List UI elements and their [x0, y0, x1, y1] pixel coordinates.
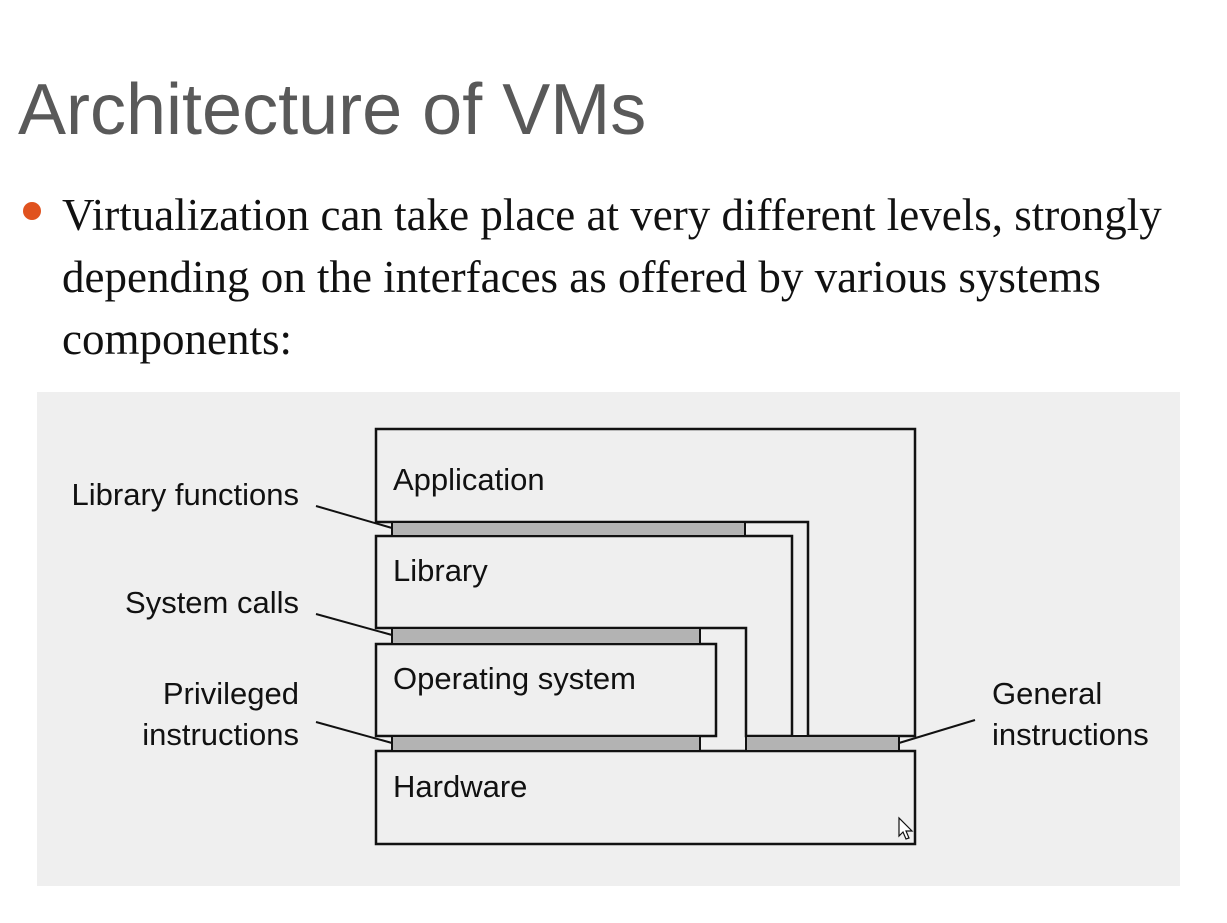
application-label: Application [393, 462, 545, 497]
hardware-label: Hardware [393, 769, 527, 804]
library-functions-interface [391, 521, 746, 537]
general-instructions-leader [898, 719, 976, 744]
system-calls-label: System calls [125, 585, 299, 620]
general-instructions-label-line1: General [992, 676, 1102, 711]
mouse-cursor-icon [898, 816, 914, 840]
privileged-instructions-label-line1: Privileged [163, 676, 299, 711]
privileged-instructions-interface [391, 735, 701, 752]
hardware-layer-box [374, 749, 917, 846]
library-label: Library [393, 553, 488, 588]
privileged-instructions-leader [315, 721, 393, 744]
general-instructions-interface [745, 735, 900, 752]
slide-title: Architecture of VMs [18, 70, 647, 150]
general-instructions-label-line2: instructions [992, 717, 1149, 752]
library-functions-label: Library functions [72, 477, 299, 512]
bullet-dot [23, 202, 41, 220]
operating-system-label: Operating system [393, 661, 636, 696]
architecture-diagram-svg: Application Library Operating system Har… [72, 427, 1149, 846]
privileged-instructions-label-line2: instructions [142, 717, 299, 752]
bullet-text: Virtualization can take place at very di… [62, 190, 1162, 364]
system-calls-leader [315, 613, 393, 636]
architecture-diagram: Application Library Operating system Har… [37, 392, 1180, 886]
system-calls-interface [391, 627, 701, 645]
library-functions-leader [315, 505, 393, 529]
